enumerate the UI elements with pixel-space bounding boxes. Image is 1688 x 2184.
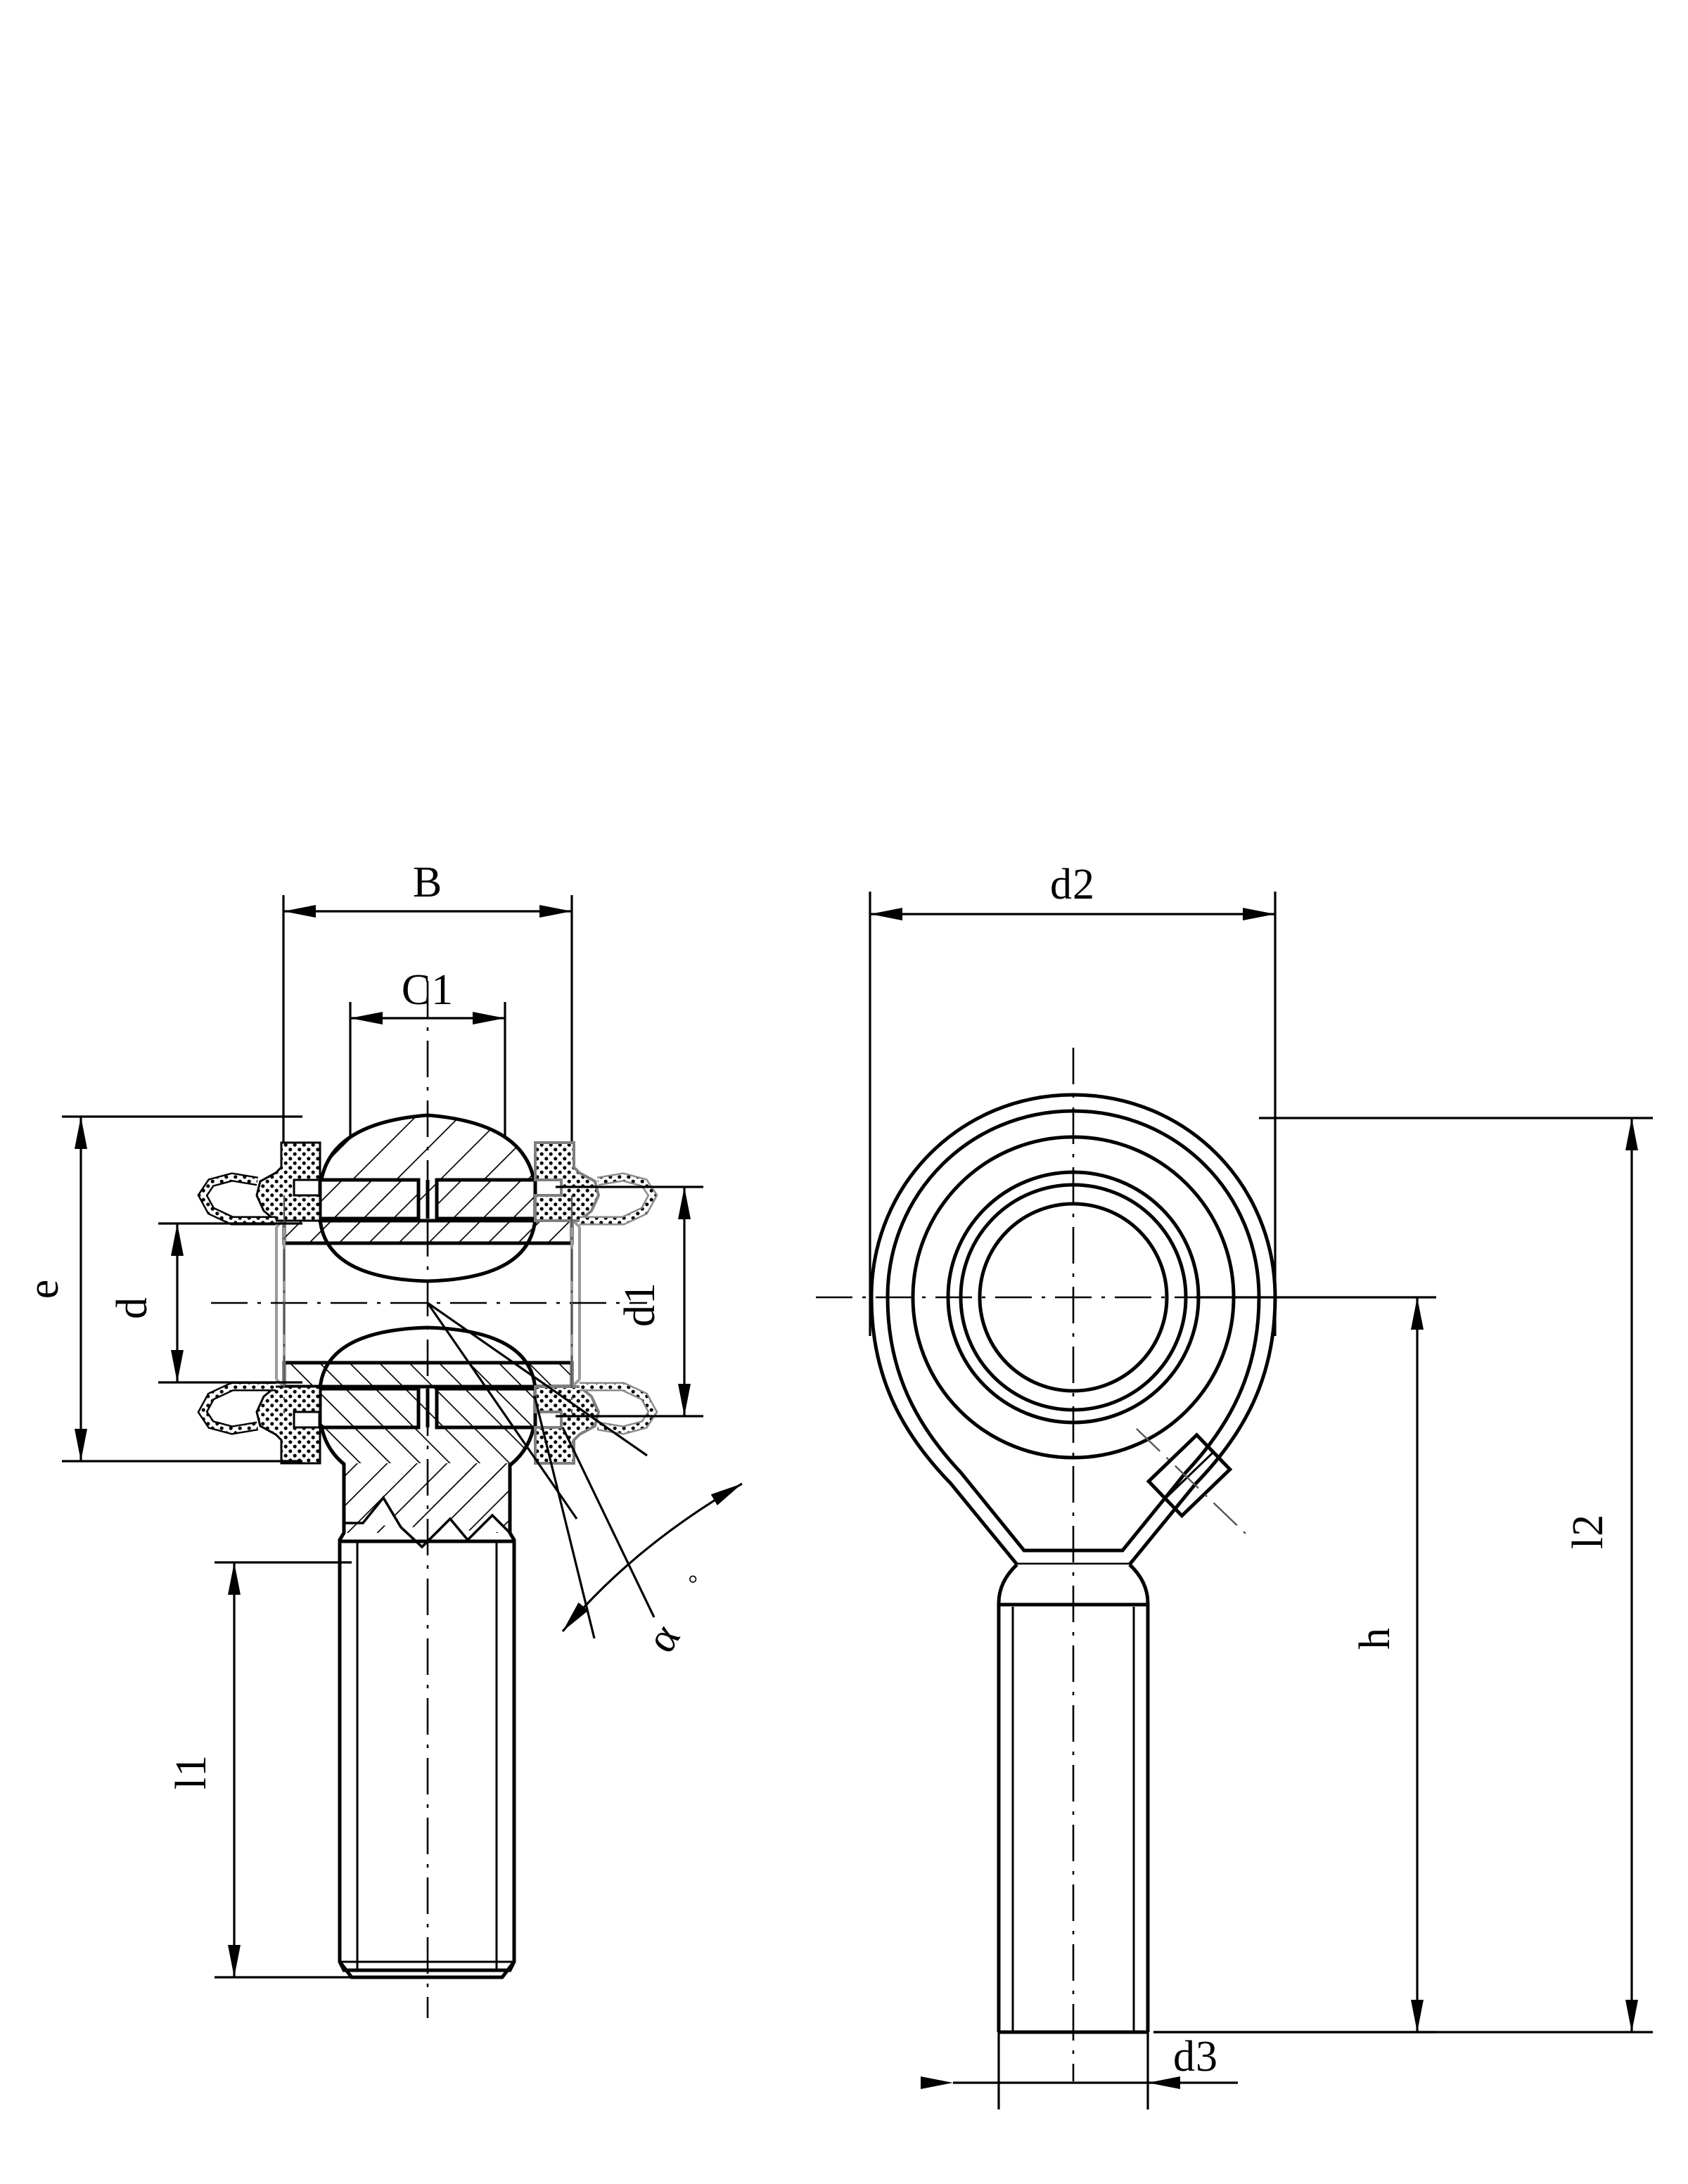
- dimension-label-l2: l2: [1564, 1514, 1612, 1549]
- dimension-d2: d2: [869, 861, 1277, 1336]
- seal-lower-left-lip: [197, 1382, 276, 1435]
- dimension-d: d: [108, 1222, 302, 1384]
- dimension-label-d2: d2: [1050, 861, 1095, 908]
- dimension-label-B: B: [413, 859, 442, 906]
- dimension-label-d: d: [108, 1297, 156, 1319]
- dimension-label-h: h: [1351, 1627, 1399, 1650]
- dimension-label-alpha-unit: °: [684, 1571, 711, 1593]
- dimension-label-alpha: α: [637, 1615, 689, 1660]
- seal-lower-right-lip: [580, 1382, 658, 1435]
- dimension-label-d3: d3: [1173, 2033, 1218, 2081]
- dimension-e: e: [20, 1115, 302, 1463]
- dimension-label-d1: d1: [616, 1282, 664, 1327]
- seal-upper-left-lip: [197, 1172, 276, 1226]
- dimension-label-e: e: [20, 1279, 68, 1299]
- dimension-l2: l2: [1153, 1117, 1653, 2034]
- dimension-d3: d3: [921, 2032, 1238, 2109]
- elevation-view: d2: [816, 861, 1653, 2109]
- seal-lower-right: [534, 1385, 601, 1465]
- dimension-l1: l1: [167, 1561, 352, 1979]
- grease-nipple: [1136, 1428, 1247, 1535]
- dimension-label-l1: l1: [167, 1754, 215, 1790]
- seal-upper-left: [255, 1141, 321, 1222]
- dimension-h: h: [1153, 1296, 1436, 2034]
- section-view: B C1: [20, 859, 743, 2018]
- seal-upper-right-lip: [580, 1172, 658, 1226]
- dimension-B: B: [282, 859, 573, 1167]
- inner-race-lower: [318, 1387, 537, 1430]
- seal-upper-right: [534, 1141, 601, 1222]
- dimension-d1: d1: [556, 1186, 703, 1418]
- seal-lower-left: [255, 1385, 321, 1465]
- grease-nipple-centerline: [1136, 1428, 1247, 1535]
